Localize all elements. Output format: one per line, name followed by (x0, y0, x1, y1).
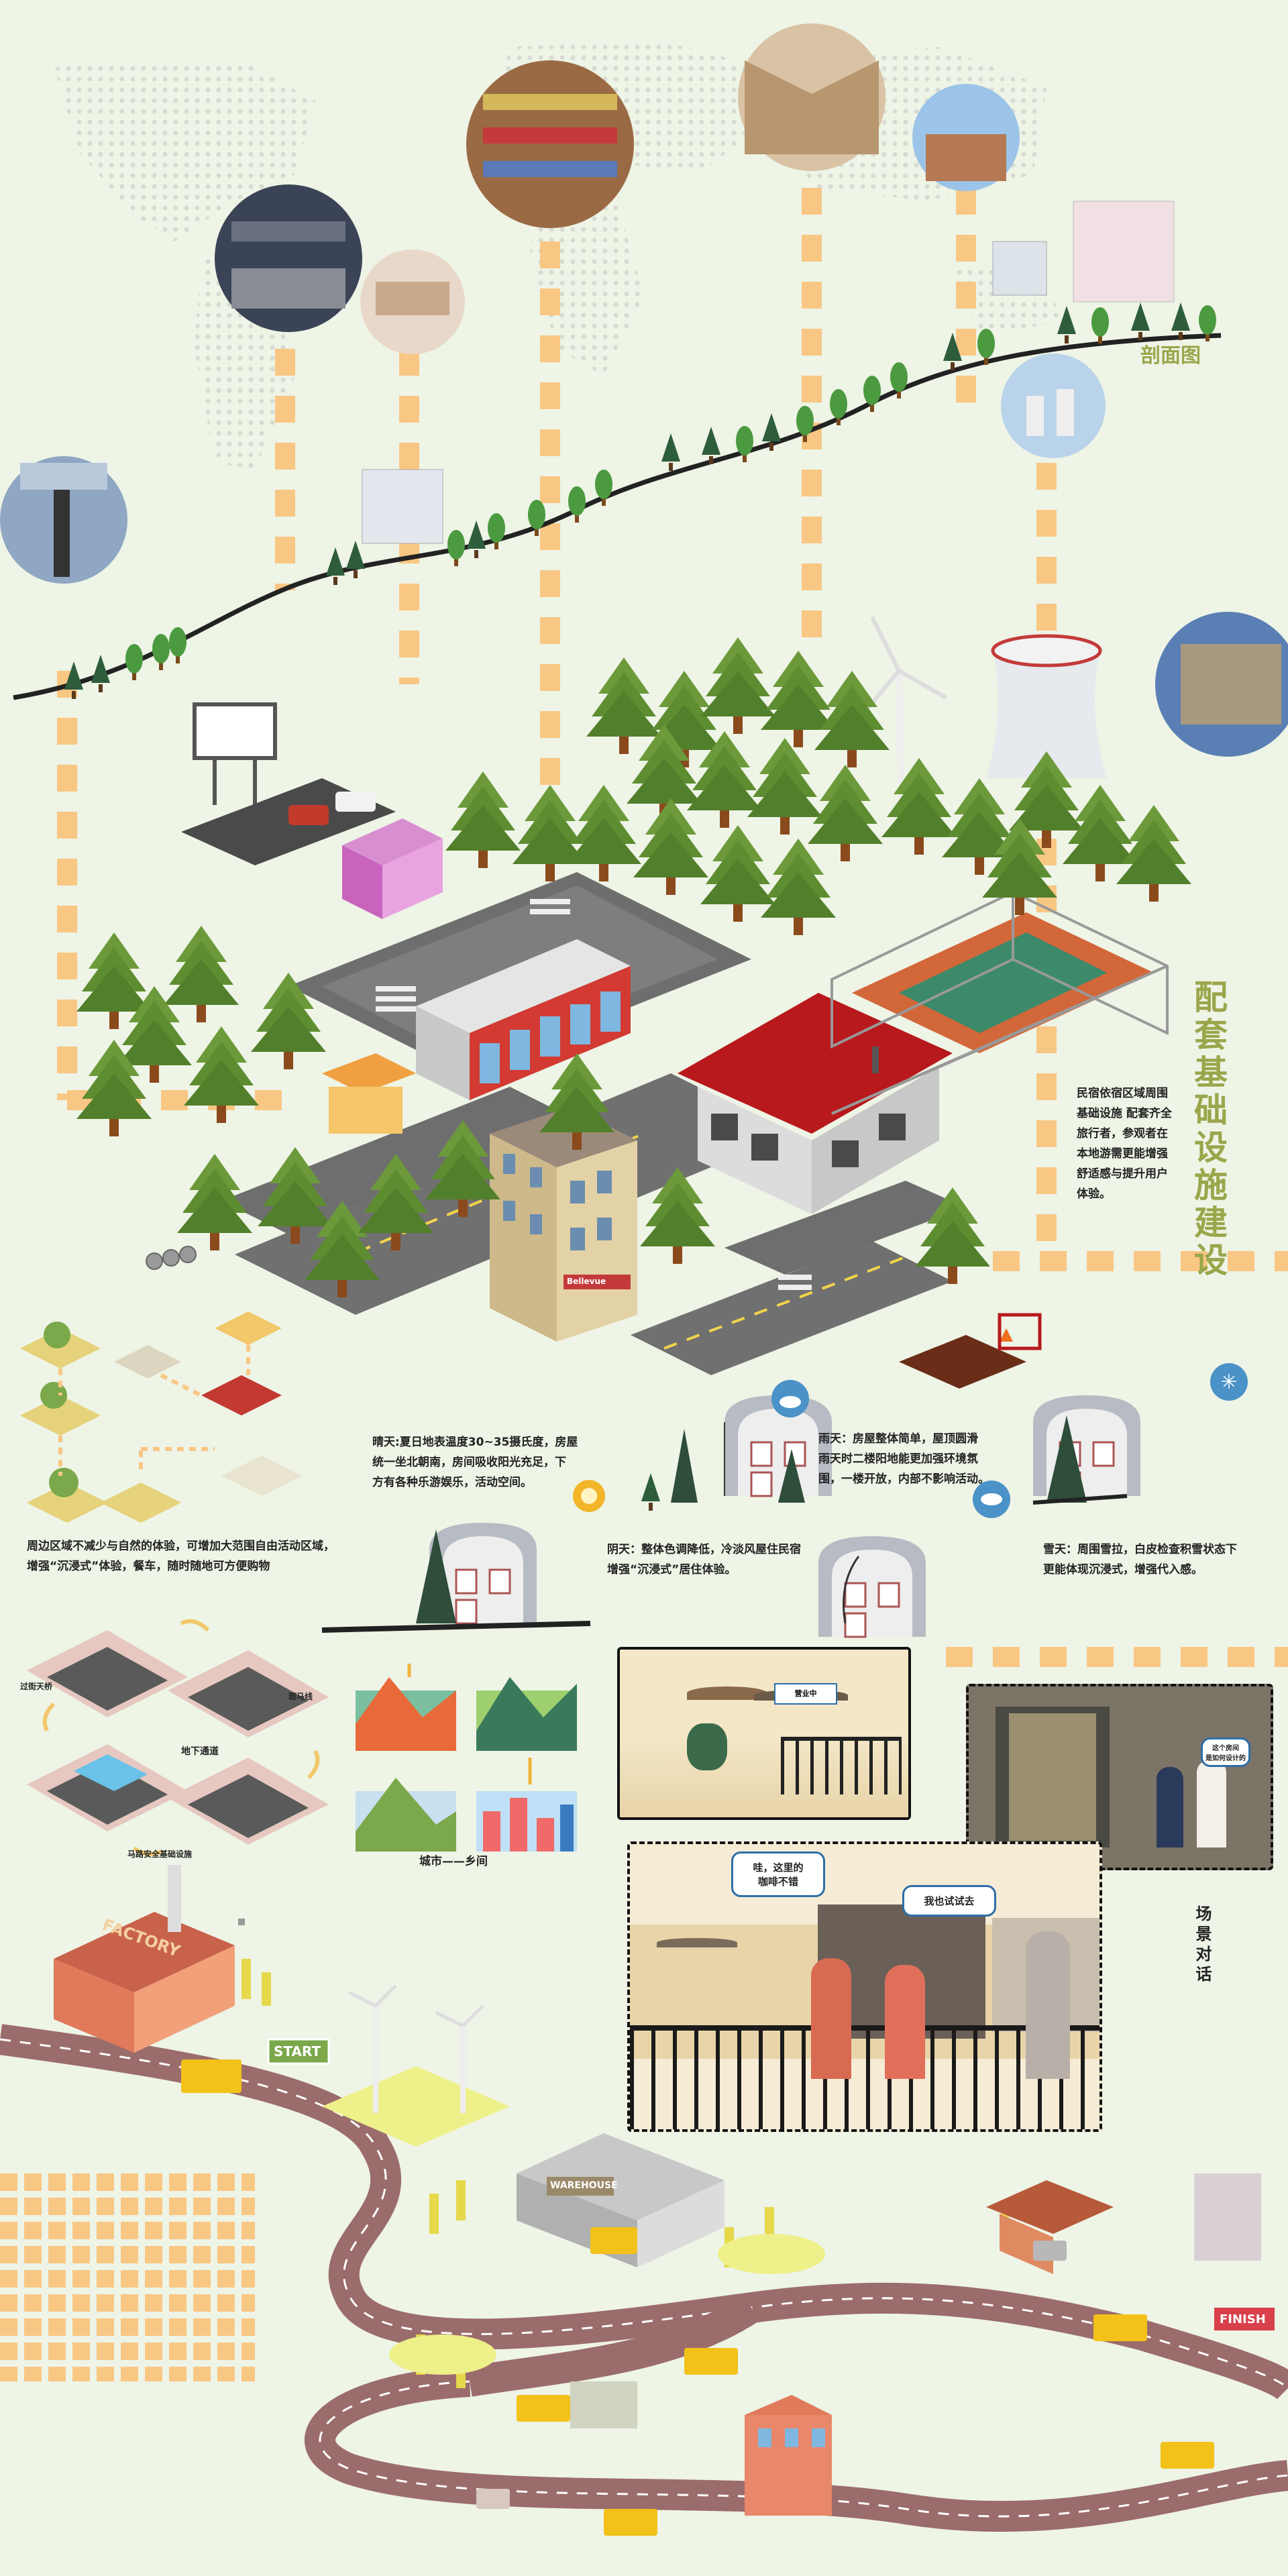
mini-iso-vignettes (20, 1311, 302, 1523)
poster-sign: 营业中 (774, 1683, 837, 1705)
infra-description: 民宿依宿区域周围 基础设施 配套齐全 旅行者，参观者在 本地游需更能增强 舒适感… (1077, 1087, 1172, 1201)
cloudy-day-text: 阴天：整体色调降低，冷淡风屋住民宿 增强“沉浸式”居住体验。 (607, 1543, 801, 1576)
city-village-illustrations (356, 1664, 577, 1851)
road-safety-illustrations (27, 1619, 329, 1856)
scene-panel-coffee-balcony (627, 1841, 1102, 2132)
infra-title: 配套基础设施建设 (1189, 979, 1228, 1280)
road-label-crosswalk: 斑马线 (288, 1692, 313, 1701)
speech-bubble-coffee: 哇，这里的 咖啡不错 (731, 1851, 825, 1897)
isometric-town (76, 616, 1191, 1389)
scene-panel-cafe-terrace: 营业中 (617, 1647, 911, 1820)
dashed-connectors (57, 188, 1288, 1667)
city-village-caption: 城市——乡间 (419, 1855, 488, 1868)
logistics-road-map (0, 1865, 1288, 2536)
section-view-label: 剖面图 (1140, 344, 1201, 368)
road-label-overpass: 过街天桥 (20, 1682, 53, 1691)
start-sign: START (274, 2043, 321, 2059)
scene-dialog-title: 场景对话 (1193, 1905, 1212, 1986)
road-safety-caption: 马路安全基础设施 (127, 1849, 193, 1859)
speech-bubble-room-design: 这个房间 是如何设计的 (1201, 1737, 1250, 1767)
weather-houses (321, 1394, 1142, 1638)
road-label-underpass: 地下通道 (181, 1746, 219, 1757)
shop-sign: Bellevue (567, 1277, 606, 1286)
snowflake-icon (1210, 1363, 1248, 1401)
sunny-day-text: 晴天:夏日地表温度30~35摄氏度，房屋 统一坐北朝南，房间吸收阳光充足，下 方… (372, 1436, 578, 1489)
snowy-day-text: 雪天：周围雪拉，白皮检查积雪状态下 更能体现沉浸式，增强代入感。 (1043, 1543, 1237, 1576)
warehouse-sign: WAREHOUSE (550, 2180, 618, 2191)
svg-text:✳: ✳ (1220, 1371, 1237, 1394)
rainy-day-text: 雨天：房屋整体简单，屋顶圆滑 雨天时二楼阳地能更加强环境氛 围，一楼开放，内部不… (818, 1432, 989, 1486)
weather-icons: ✳ (573, 1363, 1248, 1518)
photo-circles (0, 23, 1288, 757)
speech-bubble-try: 我也试试去 (902, 1885, 996, 1917)
finish-sign: FINISH (1220, 2312, 1266, 2326)
scene-panel-window-view (966, 1684, 1273, 1870)
surrounding-area-text: 周边区域不减少与自然的体验，可增加大范围自由活动区域， 增强“沉浸式”体验，餐车… (27, 1540, 335, 1573)
